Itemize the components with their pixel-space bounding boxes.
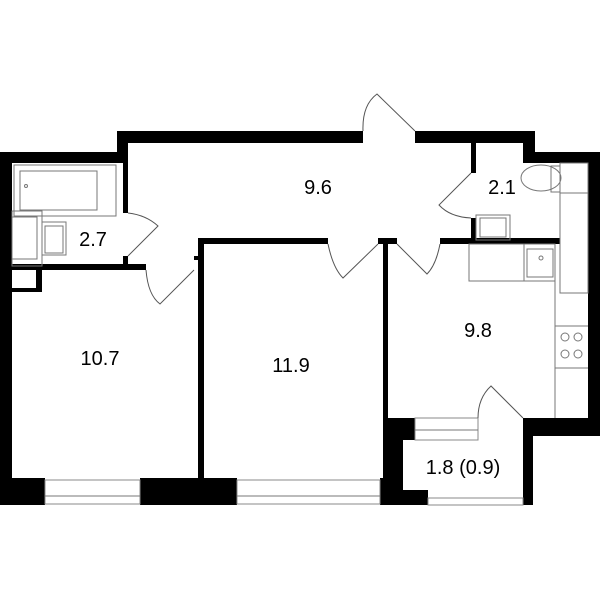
kitchen-area: 9.8	[464, 320, 492, 342]
doors	[127, 93, 524, 419]
toilet-door	[438, 172, 472, 219]
bathroom-door	[127, 212, 159, 257]
wall	[523, 152, 600, 163]
wall	[523, 418, 533, 505]
wall	[117, 131, 363, 143]
wall	[123, 256, 128, 268]
tall-cabinet	[559, 162, 589, 294]
toilet-area: 2.1	[488, 177, 516, 199]
window	[427, 497, 524, 506]
kitchen-sink	[526, 248, 554, 278]
wall	[123, 163, 128, 213]
wall	[0, 478, 45, 505]
hallway-area: 9.6	[304, 177, 332, 199]
wall	[471, 143, 476, 173]
toilet-tank	[550, 165, 561, 193]
wall	[415, 131, 535, 143]
wall	[588, 152, 600, 436]
wall	[194, 256, 198, 260]
room-labels: 9.6 2.1 2.7 10.7 11.9 9.8 1.8 (0.9)	[79, 177, 516, 479]
wall	[198, 238, 204, 480]
kitchen-door	[396, 243, 441, 275]
wall	[117, 131, 128, 163]
toilet-sink	[475, 214, 511, 241]
wall	[383, 238, 388, 480]
fixtures	[11, 162, 589, 418]
wall	[36, 268, 42, 292]
wall	[12, 264, 146, 270]
bathtub-drain-icon	[24, 184, 28, 188]
bedroom-left-area: 10.7	[81, 348, 120, 370]
wall	[383, 418, 403, 505]
wall	[12, 288, 42, 292]
wall	[0, 152, 12, 505]
bedroom-center-area: 11.9	[272, 355, 309, 377]
wall	[440, 238, 560, 244]
bathroom-sink	[41, 221, 67, 256]
faucet-icon	[538, 255, 544, 261]
bathroom-area: 2.7	[79, 229, 107, 251]
balcony-door	[477, 385, 524, 419]
balcony-door-window	[414, 417, 479, 441]
wall	[383, 490, 428, 505]
bathtub	[13, 164, 117, 217]
bedroom-center-door	[327, 243, 379, 279]
windows	[44, 417, 524, 506]
wall	[523, 418, 600, 436]
toilet-bowl	[520, 164, 562, 192]
wall	[198, 238, 328, 244]
wall	[471, 218, 476, 244]
kitchen-counter	[468, 243, 556, 282]
window	[44, 479, 141, 505]
window	[236, 479, 381, 505]
stove-icon	[560, 332, 583, 359]
walls	[0, 131, 600, 505]
bedroom-left-door	[145, 269, 195, 305]
entrance-door	[362, 93, 416, 132]
wall	[140, 478, 237, 505]
balcony-area: 1.8 (0.9)	[426, 457, 500, 479]
wall	[0, 152, 128, 163]
